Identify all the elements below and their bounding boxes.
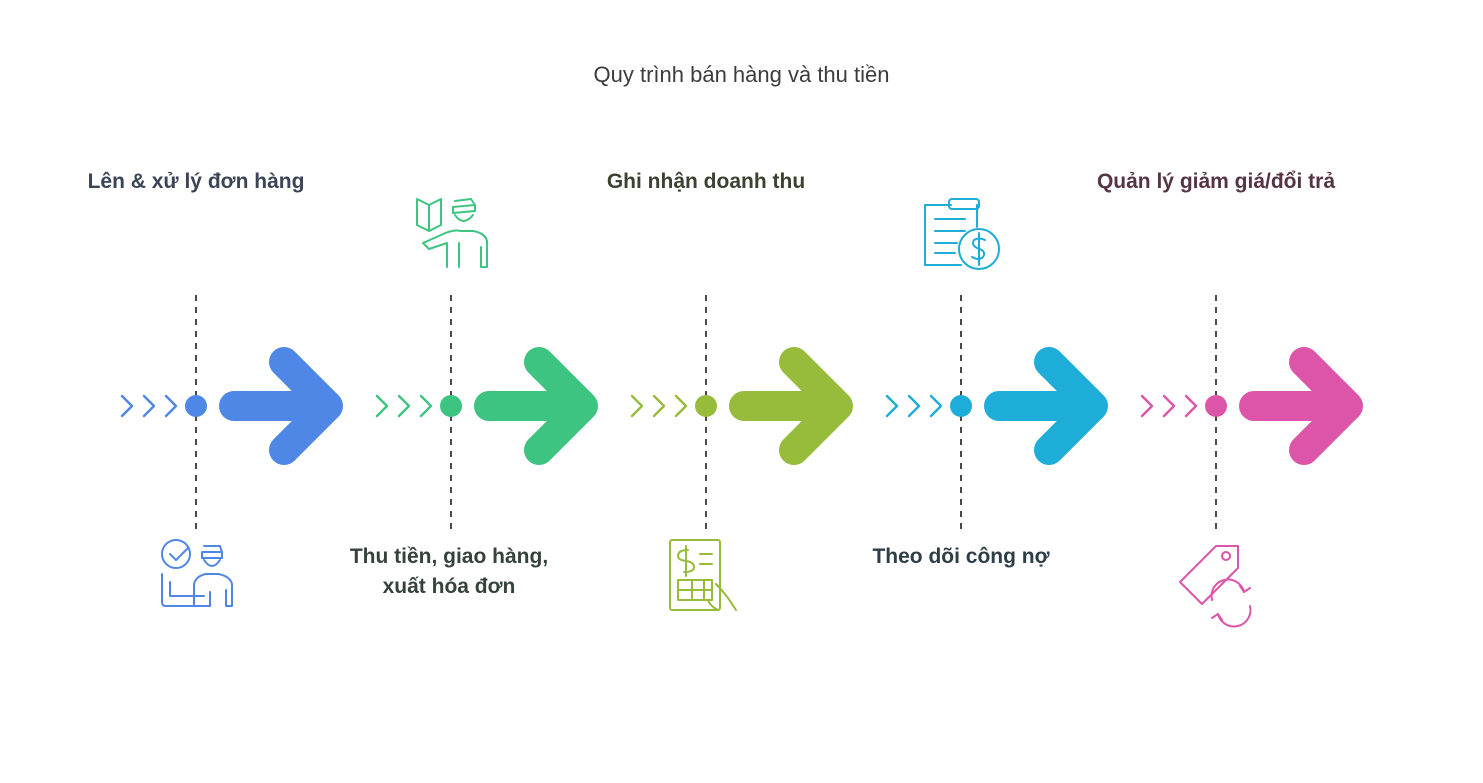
checklist-person-icon bbox=[161, 539, 233, 607]
step-dot bbox=[185, 395, 207, 417]
step-arrow-icon bbox=[1239, 347, 1363, 465]
process-step bbox=[885, 198, 1108, 530]
process-step bbox=[375, 198, 598, 530]
chevrons-icon bbox=[630, 394, 688, 418]
clipboard-dollar-icon bbox=[924, 198, 1000, 270]
invoice-hand-icon bbox=[669, 539, 737, 611]
step-dot bbox=[440, 395, 462, 417]
step-arrow-icon bbox=[219, 347, 343, 465]
chevrons-icon bbox=[375, 394, 433, 418]
chevrons-icon bbox=[120, 394, 178, 418]
process-step bbox=[120, 295, 343, 607]
process-step bbox=[1140, 295, 1363, 628]
process-step bbox=[630, 295, 853, 611]
chevrons-icon bbox=[885, 394, 943, 418]
step-label: Theo dõi công nợ bbox=[872, 545, 1050, 568]
step-dot bbox=[695, 395, 717, 417]
step-label: Thu tiền, giao hàng, xuất hóa đơn bbox=[349, 545, 549, 598]
step-dot bbox=[950, 395, 972, 417]
step-label: Quản lý giảm giá/đổi trả bbox=[1096, 170, 1336, 193]
step-arrow-icon bbox=[729, 347, 853, 465]
step-dot bbox=[1205, 395, 1227, 417]
delivery-person-door-icon bbox=[416, 198, 488, 268]
diagram-title: Quy trình bán hàng và thu tiền bbox=[593, 62, 890, 87]
chevrons-icon bbox=[1140, 394, 1198, 418]
step-arrow-icon bbox=[984, 347, 1108, 465]
step-label: Ghi nhận doanh thu bbox=[606, 170, 806, 193]
step-arrow-icon bbox=[474, 347, 598, 465]
step-label: Lên & xử lý đơn hàng bbox=[87, 170, 305, 193]
tag-return-icon bbox=[1179, 545, 1252, 628]
